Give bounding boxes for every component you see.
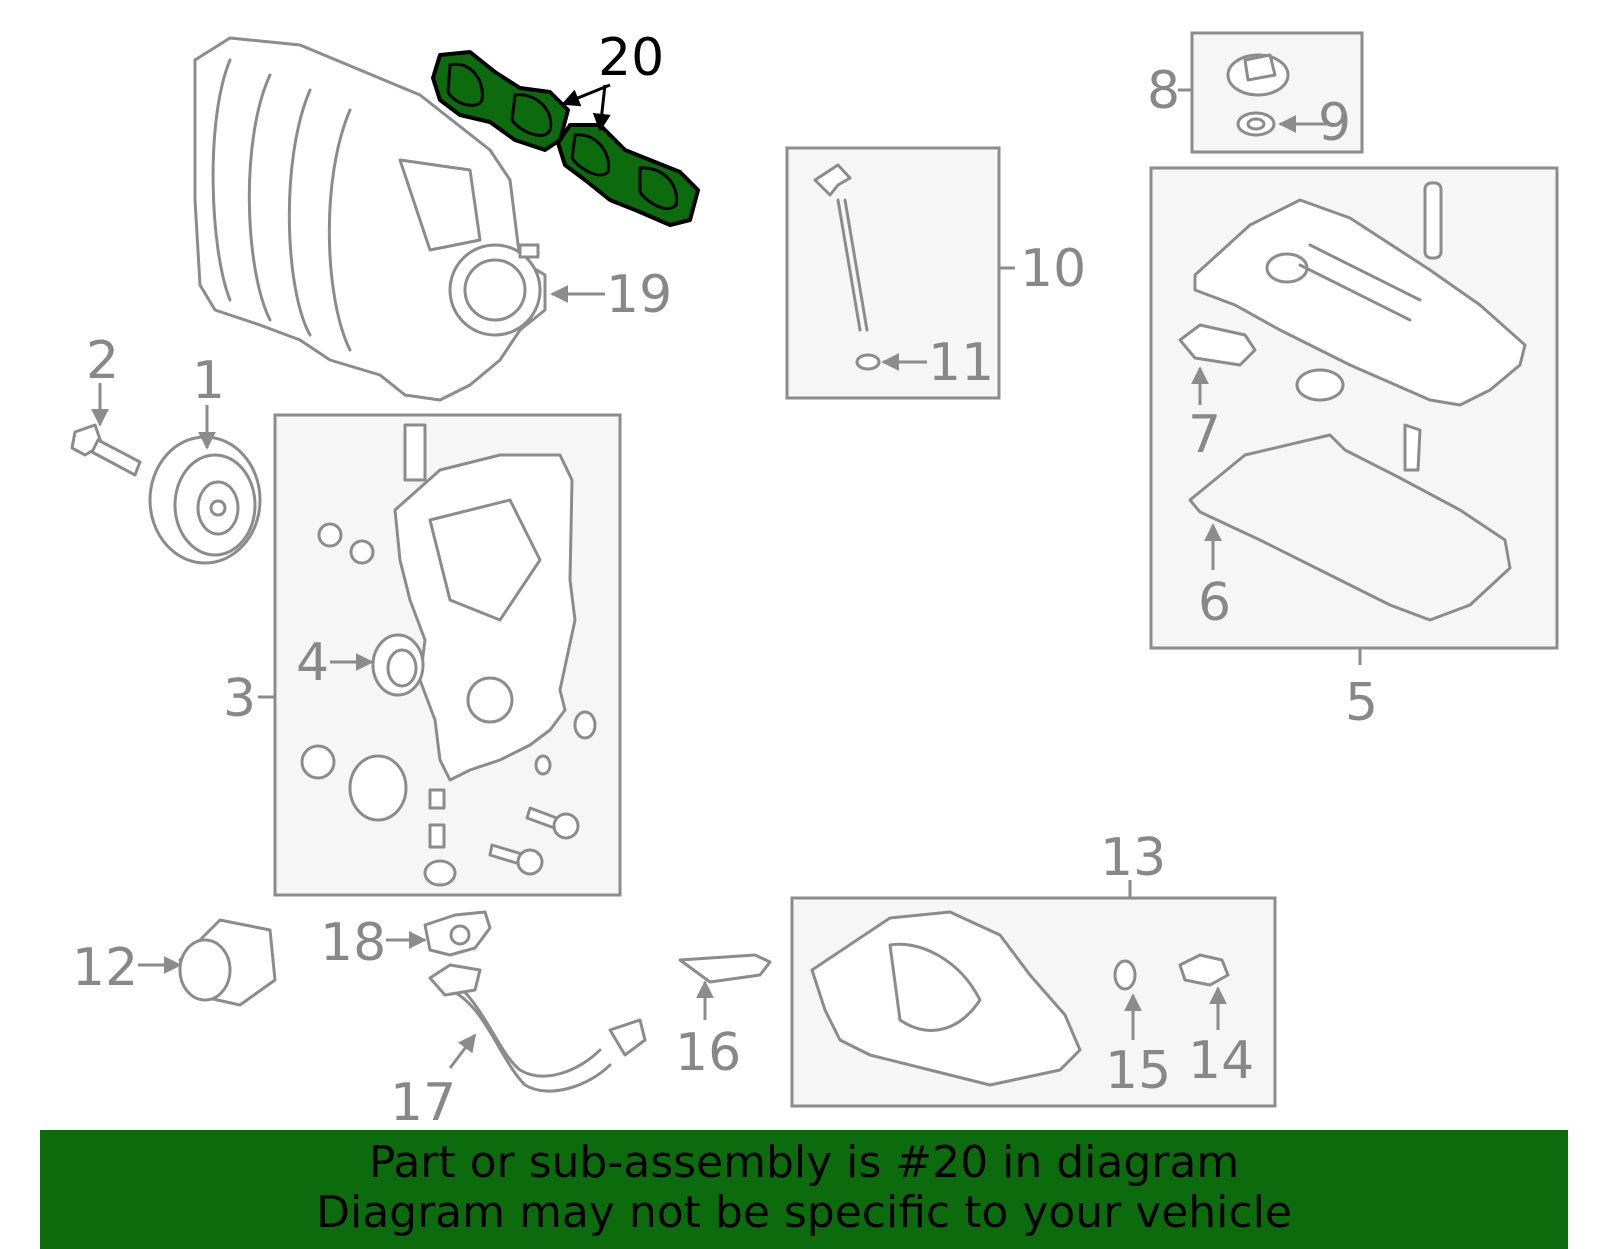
front-seal-part: [371, 633, 425, 697]
callout-7: 7: [1188, 405, 1221, 465]
intake-gasket-lower: [556, 123, 700, 227]
banner-line-2: Diagram may not be specific to your vehi…: [316, 1187, 1292, 1238]
callout-4: 4: [296, 633, 329, 693]
leader-20a: [561, 83, 611, 107]
callout-6: 6: [1198, 573, 1231, 633]
callout-10: 10: [1020, 239, 1086, 299]
callout-9: 9: [1318, 93, 1351, 153]
callout-19: 19: [606, 265, 672, 325]
callout-18: 18: [320, 913, 386, 973]
leader-20b: [592, 84, 611, 132]
callout-11: 11: [928, 333, 994, 393]
info-banner: Part or sub-assembly is #20 in diagram D…: [40, 1130, 1568, 1249]
crank-pulley-part: [148, 435, 262, 565]
callout-8: 8: [1147, 61, 1180, 121]
callout-5: 5: [1345, 673, 1378, 733]
timing-cover-part: [300, 423, 597, 887]
part-16-part: [678, 953, 772, 984]
oil-pan-part: [810, 910, 1230, 1087]
gasket-18-part: [423, 910, 492, 957]
callout-3: 3: [223, 669, 256, 729]
pulley-bolt-part: [70, 423, 142, 477]
oil-filter-part: [178, 918, 277, 1007]
intake-manifold-part: [193, 36, 547, 402]
callout-12: 12: [72, 938, 138, 998]
valve-cover-gasket-part: [1188, 433, 1512, 622]
oil-pickup-part: [428, 963, 647, 1093]
dipstick-part: [813, 163, 881, 371]
banner-line-1: Part or sub-assembly is #20 in diagram: [368, 1137, 1240, 1188]
callout-14: 14: [1188, 1031, 1254, 1091]
parts-diagram: 20 19 2 1 4 3 10 11 8 9 7 6 5 12 18 17 1…: [70, 28, 1559, 1130]
intake-gasket-upper: [431, 50, 570, 152]
valve-cover-part: [1193, 181, 1527, 472]
callout-1: 1: [192, 351, 225, 411]
group-box-8: [1190, 31, 1364, 154]
callout-2: 2: [86, 331, 119, 391]
callout-16: 16: [675, 1023, 741, 1083]
callout-13: 13: [1100, 828, 1166, 888]
callout-15: 15: [1105, 1041, 1171, 1101]
callout-20: 20: [598, 28, 664, 88]
seal-7-part: [1178, 323, 1257, 367]
leader-17: [448, 1033, 477, 1069]
callout-17: 17: [390, 1073, 456, 1130]
oil-cap-part: [1226, 53, 1290, 137]
